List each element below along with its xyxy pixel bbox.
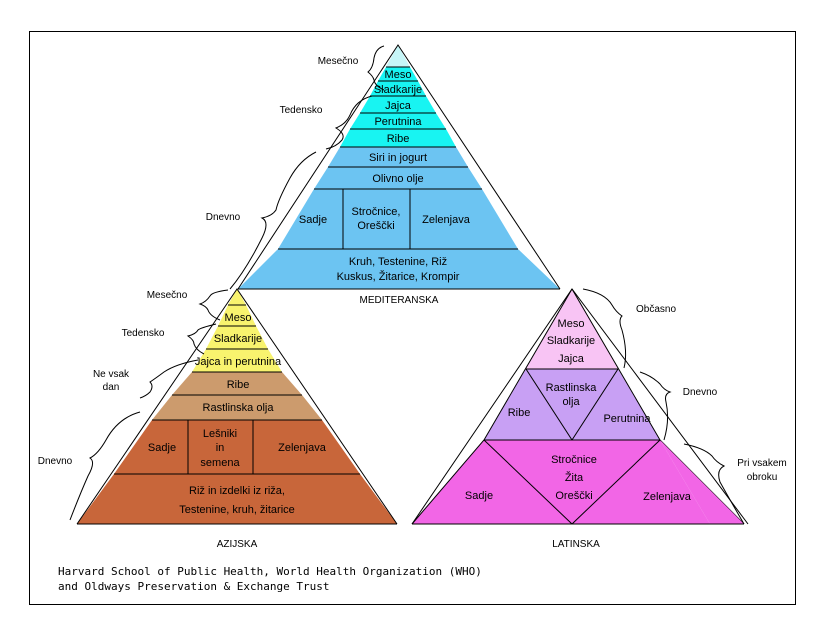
med-label-meso: Meso <box>385 69 412 81</box>
asian-layer-olja <box>152 395 322 420</box>
med-bracket-mesecno <box>367 45 385 91</box>
med-label-perutnina: Perutnina <box>374 116 422 128</box>
latin-side-vsak-2: obroku <box>747 472 778 483</box>
med-layer-sladkarije <box>370 81 426 96</box>
latin-bracket-vsak <box>683 443 745 525</box>
latin-side-obcasno: Občasno <box>636 304 676 315</box>
med-label-ribe: Ribe <box>387 133 410 145</box>
latin-label-strocnice-2: Žita <box>565 471 584 484</box>
med-label-strocnice-1: Stročnice, <box>352 206 401 218</box>
med-label-jajca: Jajca <box>385 100 412 112</box>
med-layer-ribe <box>340 129 456 147</box>
latin-layer-base <box>660 440 744 524</box>
med-label-kruh-1: Kruh, Testenine, Riž <box>349 256 447 268</box>
med-side-dnevno: Dnevno <box>206 212 241 223</box>
mediterranean-pyramid: Meso Sladkarije Jajca Perutnina Ribe Sir… <box>206 44 561 306</box>
asian-label-olja: Rastlinska olja <box>203 402 275 414</box>
asian-bracket-tedensko <box>186 323 217 355</box>
med-side-mesecno: Mesečno <box>318 56 359 67</box>
latin-layer-top <box>526 289 618 369</box>
latin-pyramid: Meso Sladkarije Jajca Rastlinska olja Ri… <box>411 288 787 550</box>
latin-label-jajca: Jajca <box>558 353 585 365</box>
latin-label-sadje: Sadje <box>465 490 493 502</box>
med-layer-jajca <box>360 96 436 113</box>
med-layer-olje <box>314 167 482 189</box>
latin-label-zelenjava: Zelenjava <box>643 491 692 503</box>
asian-layer-sadje-zelenjava <box>114 420 360 474</box>
asian-layer-jajca <box>192 349 282 372</box>
asian-label-zelenjava: Zelenjava <box>278 442 327 454</box>
med-label-strocnice-2: Oreščki <box>357 220 394 232</box>
latin-label-olja-2: olja <box>562 396 580 408</box>
med-label-olje: Olivno olje <box>372 173 423 185</box>
asian-label-lesniki-1: Lešniki <box>203 428 237 440</box>
asian-bracket-dnevno <box>69 411 141 521</box>
med-layer-siri <box>328 147 468 167</box>
med-label-sadje: Sadje <box>299 214 327 226</box>
latin-side-vsak-1: Pri vsakem <box>737 458 786 469</box>
latin-label-strocnice-1: Stročnice <box>551 454 597 466</box>
latin-bracket-obcasno <box>582 288 627 369</box>
asian-side-ne-vsak-1: Ne vsak <box>93 369 130 380</box>
asian-bracket-mesecno <box>198 289 229 321</box>
asian-bracket-ne-vsak <box>139 359 199 399</box>
asian-label-riz-1: Riž in izdelki iz riža, <box>189 485 285 497</box>
asian-outline <box>76 288 398 525</box>
asian-label-riz-2: Testenine, kruh, žitarice <box>179 504 295 516</box>
latin-divider <box>525 368 573 441</box>
asian-pyramid: Meso Sladkarije Jajca in perutnina Ribe … <box>38 288 398 550</box>
asian-label-meso: Meso <box>225 312 252 324</box>
asian-label-ribe: Ribe <box>227 379 250 391</box>
asian-label-jajca: Jajca in perutnina <box>195 356 282 368</box>
latin-label-perutnina: Perutnina <box>603 413 651 425</box>
asian-side-mesecno: Mesečno <box>147 290 188 301</box>
credit-line-1: Harvard School of Public Health, World H… <box>58 565 482 578</box>
asian-layer-riz <box>77 474 397 524</box>
med-layer-sadje-zelenjava <box>278 189 518 249</box>
med-label-kruh-2: Kuskus, Žitarice, Krompir <box>337 270 460 283</box>
med-layer-kruh <box>238 249 560 289</box>
med-bracket-dnevno <box>229 151 317 290</box>
asian-layer-meso <box>218 305 256 326</box>
asian-label-lesniki-2: in <box>216 442 225 454</box>
asian-caption: AZIJSKA <box>217 539 258 550</box>
asian-label-sladkarije: Sladkarije <box>214 333 262 345</box>
latin-divider <box>483 439 573 525</box>
latin-label-olja-1: Rastlinska <box>546 382 598 394</box>
med-layer-top-fill <box>386 45 410 67</box>
asian-side-ne-vsak-2: dan <box>103 382 120 393</box>
latin-divider <box>571 368 619 441</box>
latin-label-meso: Meso <box>558 318 585 330</box>
med-label-zelenjava: Zelenjava <box>422 214 471 226</box>
latin-label-strocnice-3: Oreščki <box>555 490 592 502</box>
latin-layer-base <box>412 440 710 524</box>
latin-caption: LATINSKA <box>552 539 600 550</box>
credit-line-2: and Oldways Preservation & Exchange Trus… <box>58 580 330 593</box>
med-outline <box>237 44 561 290</box>
asian-side-dnevno: Dnevno <box>38 456 73 467</box>
asian-side-tedensko: Tedensko <box>122 328 165 339</box>
asian-layer-ribe <box>172 372 302 395</box>
med-layer-meso <box>378 67 418 81</box>
latin-side-dnevno: Dnevno <box>683 387 718 398</box>
asian-label-sadje: Sadje <box>148 442 176 454</box>
med-bracket-tedensko <box>325 95 373 150</box>
latin-bracket-dnevno <box>639 371 672 441</box>
med-side-tedensko: Tedensko <box>280 105 323 116</box>
med-layer-perutnina <box>350 113 446 129</box>
asian-label-lesniki-3: semena <box>200 457 240 469</box>
latin-label-sladkarije: Sladkarije <box>547 335 595 347</box>
latin-label-ribe: Ribe <box>508 407 531 419</box>
latin-layer-mid <box>484 369 660 440</box>
med-label-sladkarije: Sladkarije <box>374 84 422 96</box>
latin-divider <box>571 439 661 525</box>
med-label-siri: Siri in jogurt <box>369 152 427 164</box>
med-caption: MEDITERANSKA <box>360 295 439 306</box>
asian-layer-sladkarije <box>206 326 268 349</box>
asian-layer-top <box>228 289 246 305</box>
